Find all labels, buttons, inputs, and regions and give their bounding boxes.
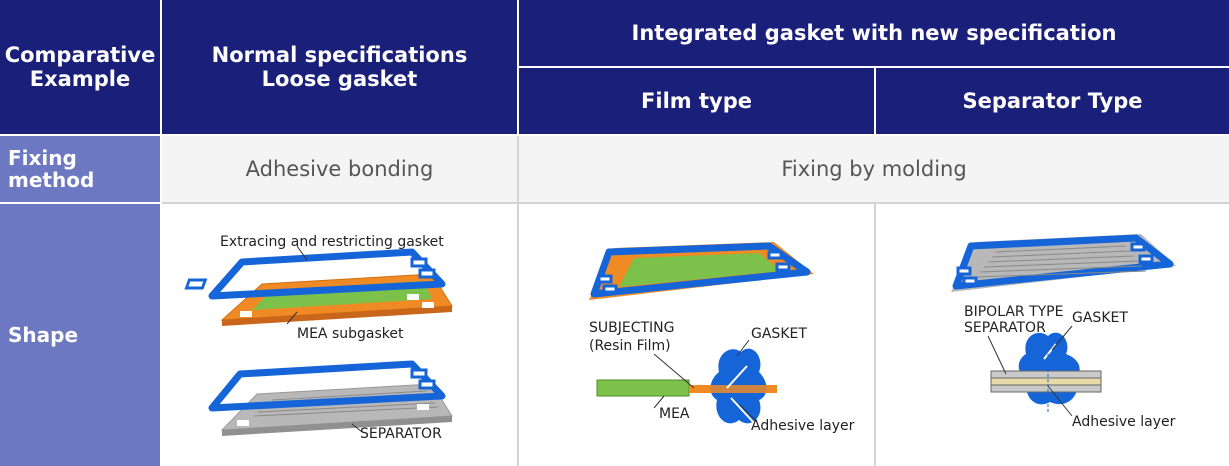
film-type-diagram: SUBJECTING (Resin Film) GASKET MEA Adhes…	[589, 242, 855, 434]
loose-gasket-diagram: Extracing and restricting gasket MEA sub…	[184, 234, 453, 442]
cell-fixing-by-molding: Fixing by molding	[519, 136, 1229, 202]
label-gasket-sep: GASKET	[1072, 310, 1128, 326]
label-extracing-gasket: Extracing and restricting gasket	[220, 234, 444, 250]
fixing-method-label: Fixing method	[8, 146, 95, 192]
header-divider	[519, 66, 1229, 68]
film-type-plate	[589, 242, 814, 300]
shape-label: Shape	[8, 323, 79, 347]
extracting-gasket-frame	[184, 248, 446, 300]
header-integrated-text: Integrated gasket with new specification	[631, 21, 1117, 45]
header-normal-spec: Normal specifications Loose gasket	[162, 0, 517, 134]
row-divider	[0, 134, 1229, 136]
film-cross-section	[596, 348, 777, 425]
adhesive-bonding-text: Adhesive bonding	[245, 157, 434, 181]
separator-gasket-frame	[208, 360, 446, 412]
label-mea-subgasket: MEA subgasket	[297, 326, 404, 342]
label-adhesive-sep: Adhesive layer	[1072, 414, 1176, 430]
header-separator-text: Separator Type	[962, 89, 1143, 113]
col-divider	[517, 136, 519, 466]
label-resin-film: (Resin Film)	[589, 338, 671, 354]
label-bipolar-separator: SEPARATOR	[964, 320, 1046, 336]
header-divider	[874, 68, 876, 134]
label-gasket-film: GASKET	[751, 326, 807, 342]
row-divider	[0, 202, 162, 204]
cell-adhesive-bonding: Adhesive bonding	[162, 136, 517, 202]
separator-cross-section	[990, 332, 1102, 414]
header-film-text: Film type	[641, 89, 752, 113]
row-header-shape: Shape	[0, 204, 160, 466]
row-divider	[162, 202, 1229, 204]
separator-type-diagram: BIPOLAR TYPE SEPARATOR GASKET Adhesive l…	[951, 234, 1176, 430]
header-divider	[517, 0, 519, 134]
col-divider	[160, 134, 162, 466]
separator-type-plate	[951, 234, 1176, 292]
header-comparative-example: Comparative Example	[0, 0, 160, 134]
header-integrated-gasket: Integrated gasket with new specification	[519, 0, 1229, 66]
header-film-type: Film type	[519, 68, 874, 134]
label-subjecting: SUBJECTING	[589, 320, 675, 336]
label-adhesive-film: Adhesive layer	[751, 418, 855, 434]
label-separator: SEPARATOR	[360, 426, 442, 442]
header-comparative-text: Comparative Example	[4, 43, 156, 91]
header-divider	[160, 0, 162, 134]
header-separator-type: Separator Type	[876, 68, 1229, 134]
header-normal-text: Normal specifications Loose gasket	[211, 43, 468, 91]
fixing-by-molding-text: Fixing by molding	[781, 157, 967, 181]
label-bipolar-type: BIPOLAR TYPE	[964, 304, 1063, 320]
row-header-fixing-method: Fixing method	[0, 136, 160, 202]
col-divider	[874, 204, 876, 466]
label-mea: MEA	[659, 406, 690, 422]
